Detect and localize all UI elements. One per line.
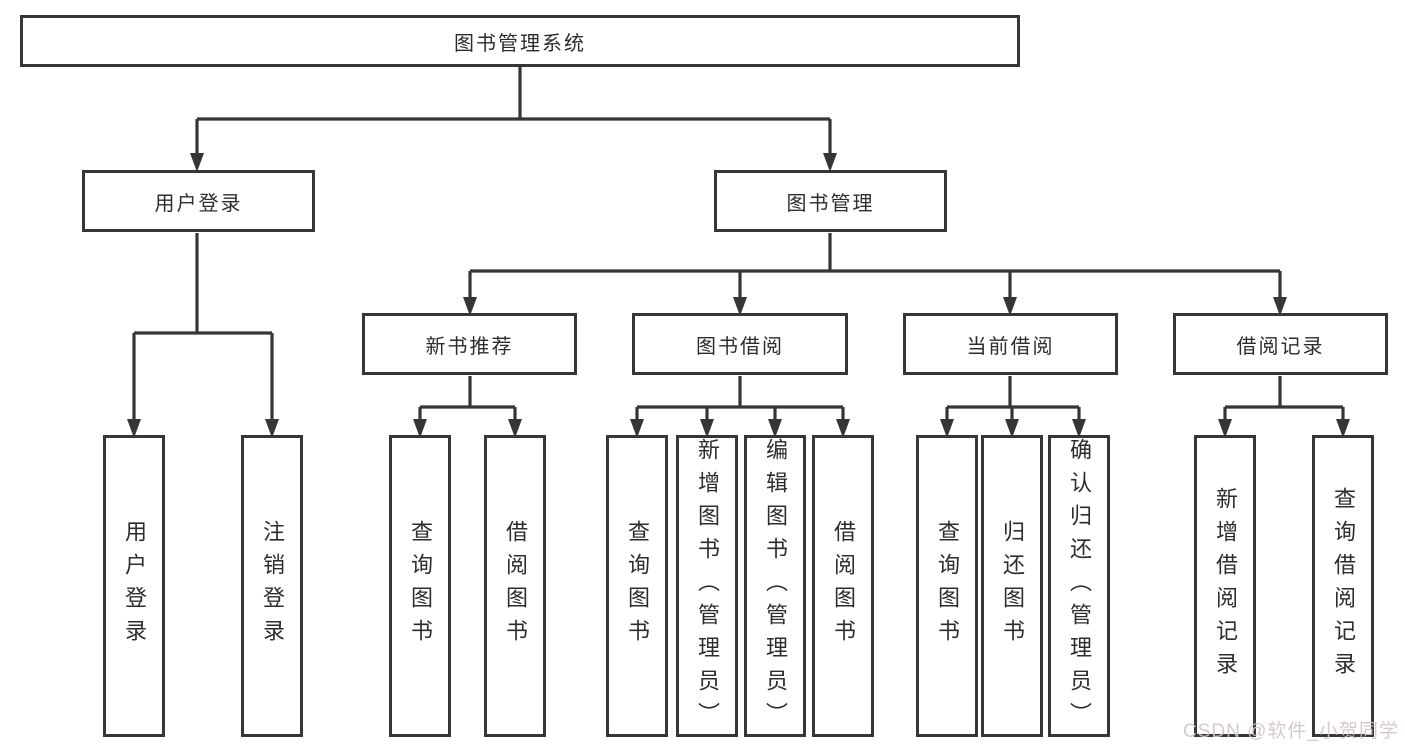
leaf-query-books: 查询图书 [606, 435, 668, 737]
leaf-label: 查询图书 [625, 520, 650, 652]
node-book-borrowing: 图书借阅 [632, 313, 848, 375]
leaf-query-books: 查询图书 [389, 435, 451, 737]
node-label: 新书推荐 [425, 335, 514, 358]
leaf-user-login: 用户登录 [103, 435, 165, 737]
node-label: 图书借阅 [696, 335, 784, 358]
leaf-label: 查询图书 [408, 520, 433, 652]
node-label: 当前借阅 [966, 335, 1055, 358]
leaf-add-books-admin: 新增图书（管理员） [676, 435, 738, 737]
leaf-label: 借阅图书 [831, 520, 856, 652]
leaf-label: 注销登录 [260, 520, 285, 652]
leaf-label: 查询借阅记录 [1331, 487, 1356, 685]
leaf-label: 新增借阅记录 [1213, 487, 1238, 685]
arrowheads [127, 153, 1350, 438]
node-label: 借阅记录 [1236, 335, 1325, 358]
leaf-label: 借阅图书 [503, 520, 528, 652]
node-label: 图书管理 [786, 192, 875, 215]
leaf-borrow-books: 借阅图书 [812, 435, 874, 737]
node-root-system: 图书管理系统 [20, 15, 1020, 67]
node-label: 图书管理系统 [454, 32, 586, 55]
leaf-borrow-books: 借阅图书 [484, 435, 546, 737]
leaf-query-borrow-record: 查询借阅记录 [1312, 435, 1374, 737]
leaf-label: 编辑图书（管理员） [763, 437, 788, 735]
node-new-book-recommend: 新书推荐 [362, 313, 577, 375]
leaf-label: 归还图书 [1000, 520, 1025, 652]
leaf-edit-books-admin: 编辑图书（管理员） [744, 435, 806, 737]
leaf-label: 确认归还（管理员） [1067, 437, 1092, 735]
node-user-login-module: 用户登录 [82, 170, 315, 232]
csdn-watermark: CSDN @软件_小贺同学 [1183, 721, 1399, 742]
leaf-label: 新增图书（管理员） [695, 437, 720, 735]
leaf-add-borrow-record: 新增借阅记录 [1194, 435, 1256, 737]
tree-connectors [132, 67, 1345, 420]
leaf-return-books: 归还图书 [981, 435, 1043, 737]
leaf-query-books: 查询图书 [916, 435, 978, 737]
leaf-label: 用户登录 [122, 520, 147, 652]
leaf-label: 查询图书 [935, 520, 960, 652]
leaf-logout: 注销登录 [241, 435, 303, 737]
leaf-confirm-return-admin: 确认归还（管理员） [1048, 435, 1110, 737]
node-book-management-module: 图书管理 [714, 170, 947, 232]
node-current-borrowing: 当前借阅 [903, 313, 1118, 375]
node-label: 用户登录 [154, 192, 243, 215]
node-borrowing-records: 借阅记录 [1173, 313, 1388, 375]
